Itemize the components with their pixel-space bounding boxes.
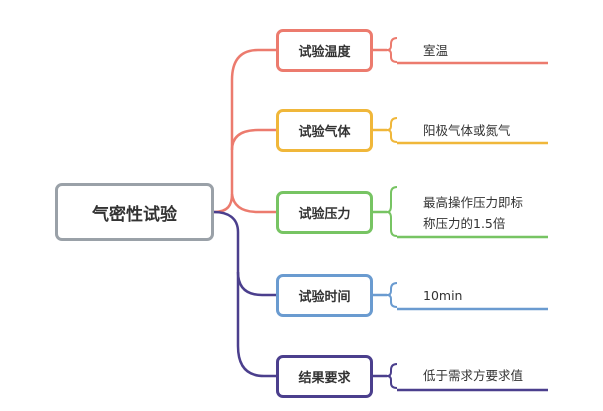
leaf-text-result: 低于需求方要求值 (423, 368, 524, 383)
connector-root-gas (230, 128, 276, 151)
leaf-text-time: 10min (423, 288, 463, 303)
brace-pressure (386, 186, 398, 237)
leaf-text-pressure: 最高操作压力即标 称压力的1.5倍 (423, 195, 524, 231)
connector-root-pressure (230, 193, 276, 214)
brace-result (386, 363, 398, 389)
branch-node-pressure[interactable]: 试验压力 (276, 191, 373, 234)
branch-node-temperature[interactable]: 试验温度 (276, 29, 373, 72)
connector-root-upper (213, 48, 276, 214)
leaf-text-temperature: 室温 (423, 43, 449, 58)
branch-node-result[interactable]: 结果要求 (276, 355, 373, 398)
leaf-text-gas: 阳极气体或氮气 (423, 123, 511, 138)
brace-temperature (386, 37, 398, 63)
brace-time (386, 282, 398, 308)
root-node[interactable]: 气密性试验 (55, 183, 214, 241)
connector-root-lower (213, 210, 276, 378)
connector-root-time (236, 271, 276, 297)
brace-gas (386, 117, 398, 143)
branch-node-gas[interactable]: 试验气体 (276, 109, 373, 152)
branch-node-time[interactable]: 试验时间 (276, 274, 373, 317)
